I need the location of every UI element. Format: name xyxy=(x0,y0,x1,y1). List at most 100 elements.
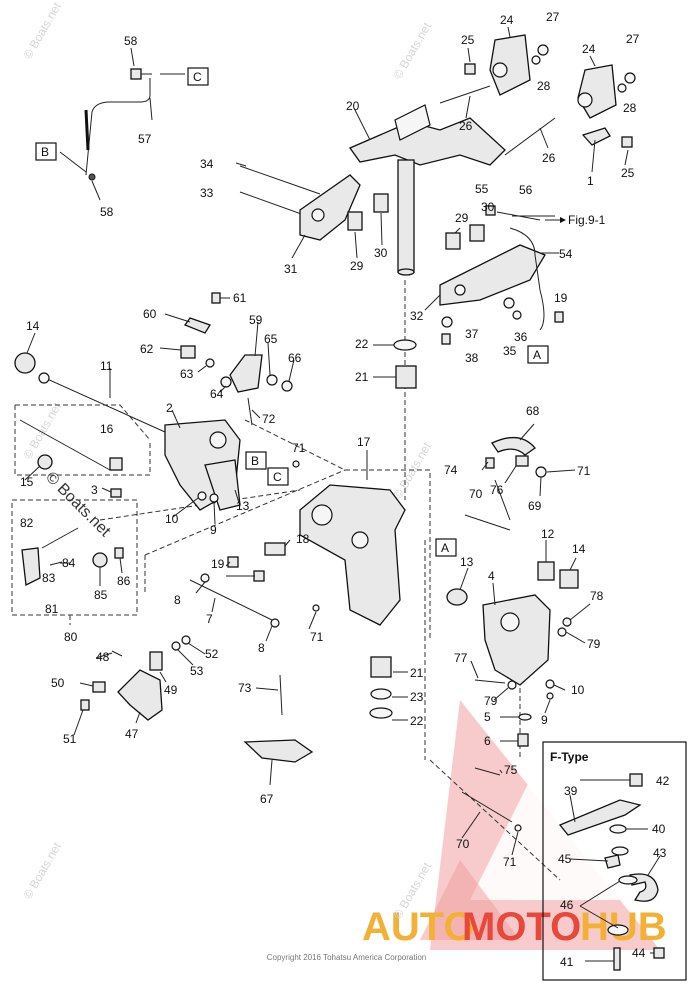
washer-65 xyxy=(266,374,278,386)
callout: 70 xyxy=(469,487,483,501)
bracket-68 xyxy=(491,436,536,456)
callout: 30 xyxy=(481,200,495,214)
callout: 22 xyxy=(355,337,369,351)
callout: 8 xyxy=(174,593,181,607)
bushing-21-lower xyxy=(370,656,392,678)
callout: 24 xyxy=(582,42,596,56)
callout: 4 xyxy=(488,569,495,583)
spring-73 xyxy=(279,674,283,716)
callout: 85 xyxy=(94,588,108,602)
callout: 7 xyxy=(206,612,213,626)
bolt-77 xyxy=(474,679,506,684)
bracket-31 xyxy=(299,174,361,241)
callout: 18 xyxy=(296,532,310,546)
callout: 65 xyxy=(264,332,278,346)
washer-22-lower xyxy=(369,707,393,719)
washer-35 xyxy=(512,310,522,320)
washer-15 xyxy=(37,454,53,470)
washer-79-right xyxy=(557,627,567,637)
callout: 37 xyxy=(465,327,479,341)
callout: 30 xyxy=(374,246,388,260)
fig-reference: Fig.9-1 xyxy=(568,213,606,227)
washer-9-right xyxy=(546,692,554,700)
callout: 10 xyxy=(571,683,585,697)
callout: 74 xyxy=(444,463,458,477)
bushing-12 xyxy=(537,561,555,581)
washer-37 xyxy=(441,316,453,328)
callout: 71 xyxy=(310,630,324,644)
callout: 23 xyxy=(410,690,424,704)
leader-lines xyxy=(24,26,661,962)
watermark-site-1: © Boats.net xyxy=(20,0,64,61)
washer-53 xyxy=(171,641,181,651)
cable-54 xyxy=(509,227,545,331)
pin-60 xyxy=(183,317,211,334)
callout: 44 xyxy=(632,946,646,960)
spring-72 xyxy=(247,397,253,426)
callout: 62 xyxy=(140,342,154,356)
watermark-site-2: © Boats.net xyxy=(390,19,434,81)
callout: 25 xyxy=(621,166,635,180)
callout: 81 xyxy=(45,602,59,616)
callout: 24 xyxy=(500,13,514,27)
callout: 42 xyxy=(656,774,670,788)
inset-title: F-Type xyxy=(550,750,589,764)
callout: 45 xyxy=(558,852,572,866)
callout: 29 xyxy=(350,259,364,273)
callout: 46 xyxy=(560,898,574,912)
watermark-site-3: © Boats.net xyxy=(20,399,64,461)
callout: 26 xyxy=(542,151,556,165)
callout: 13 xyxy=(460,555,474,569)
callout: 86 xyxy=(117,574,131,588)
callout: 68 xyxy=(526,404,540,418)
bushing-14-right xyxy=(559,569,579,589)
pin-48 xyxy=(111,650,123,657)
bolt-6 xyxy=(517,733,529,747)
callout: 80 xyxy=(64,630,78,644)
callout: 21 xyxy=(410,666,424,680)
callout: 34 xyxy=(200,157,214,171)
callout: 54 xyxy=(559,247,573,261)
bolt-34 xyxy=(239,165,321,195)
rod-70-upper xyxy=(464,514,511,531)
washer-69 xyxy=(535,466,547,478)
callout: 66 xyxy=(288,351,302,365)
automotohub-logo: AUTO MOTO HUB xyxy=(362,700,667,950)
pad-30-left xyxy=(373,193,389,213)
callout: 20 xyxy=(346,99,360,113)
callout: 72 xyxy=(262,412,276,426)
ref-box-b-left: B xyxy=(41,145,49,159)
callout: 57 xyxy=(138,132,152,146)
f-type-inset: F-Type xyxy=(542,741,687,981)
callout: 51 xyxy=(63,732,77,746)
callout: 73 xyxy=(238,681,252,695)
bracket-32 xyxy=(439,244,546,306)
callout: 10 xyxy=(165,512,179,526)
shaft-11 xyxy=(44,377,166,433)
pad-30-right xyxy=(469,224,485,242)
part-49 xyxy=(149,651,163,671)
ref-box-b-mid: B xyxy=(251,454,259,468)
watermark-site-5: © Boats.net xyxy=(20,839,64,901)
callout: 17 xyxy=(357,435,371,449)
callout: 29 xyxy=(455,211,469,225)
bolt-19-top xyxy=(554,311,564,323)
callout: 50 xyxy=(51,676,65,690)
clamp-bracket-4 xyxy=(482,594,551,686)
watermark-site-dark: © Boats.net xyxy=(42,469,114,541)
reference-boxes: C B A B C A Fig.9-1 xyxy=(35,67,606,557)
washer-5 xyxy=(518,713,532,721)
callout: 38 xyxy=(465,351,479,365)
callout: 69 xyxy=(528,499,542,513)
callout: 27 xyxy=(546,10,560,24)
callout: 12 xyxy=(541,527,555,541)
bolt-38 xyxy=(441,333,451,345)
rod-70-lower xyxy=(461,791,513,823)
callout: 6 xyxy=(484,734,491,748)
bolt-58-top xyxy=(130,68,152,80)
callout: 48 xyxy=(96,650,110,664)
tiller-bracket-20 xyxy=(349,104,506,276)
shaft-7 xyxy=(189,579,273,621)
clip-74 xyxy=(485,457,495,469)
